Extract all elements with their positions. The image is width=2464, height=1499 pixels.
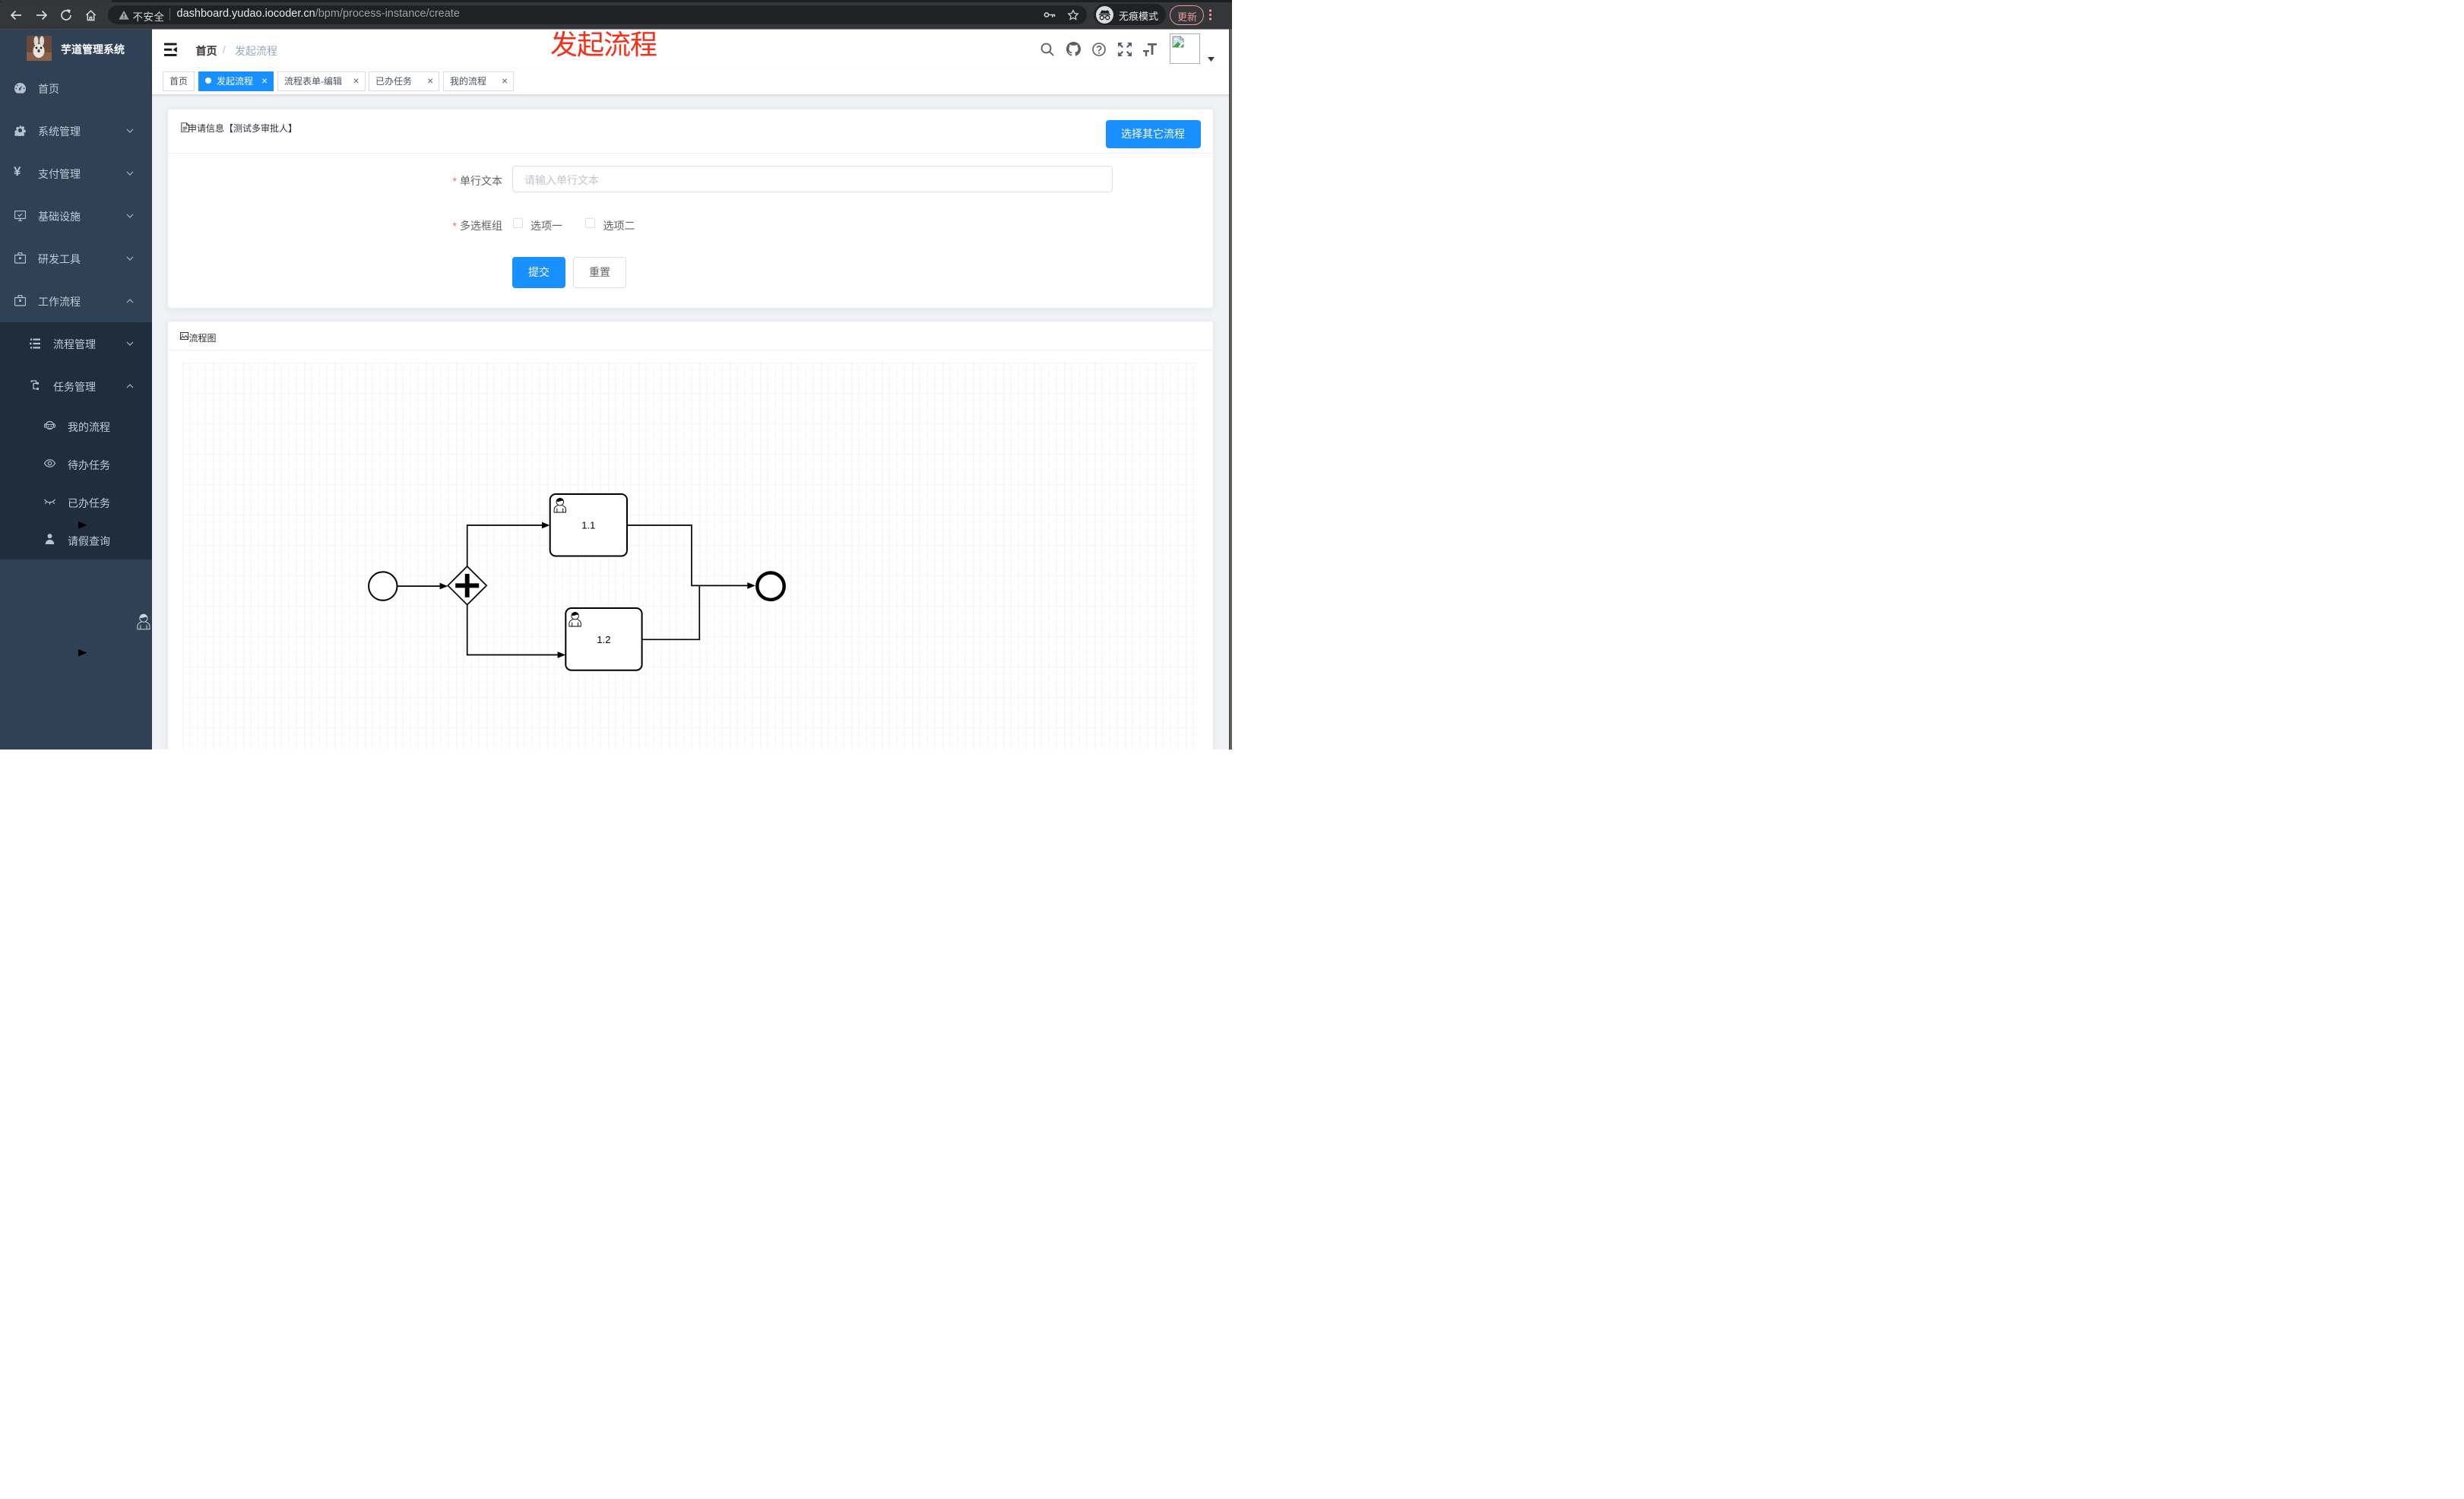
svg-text:1.1: 1.1	[581, 520, 595, 531]
svg-text:1.2: 1.2	[597, 634, 610, 645]
